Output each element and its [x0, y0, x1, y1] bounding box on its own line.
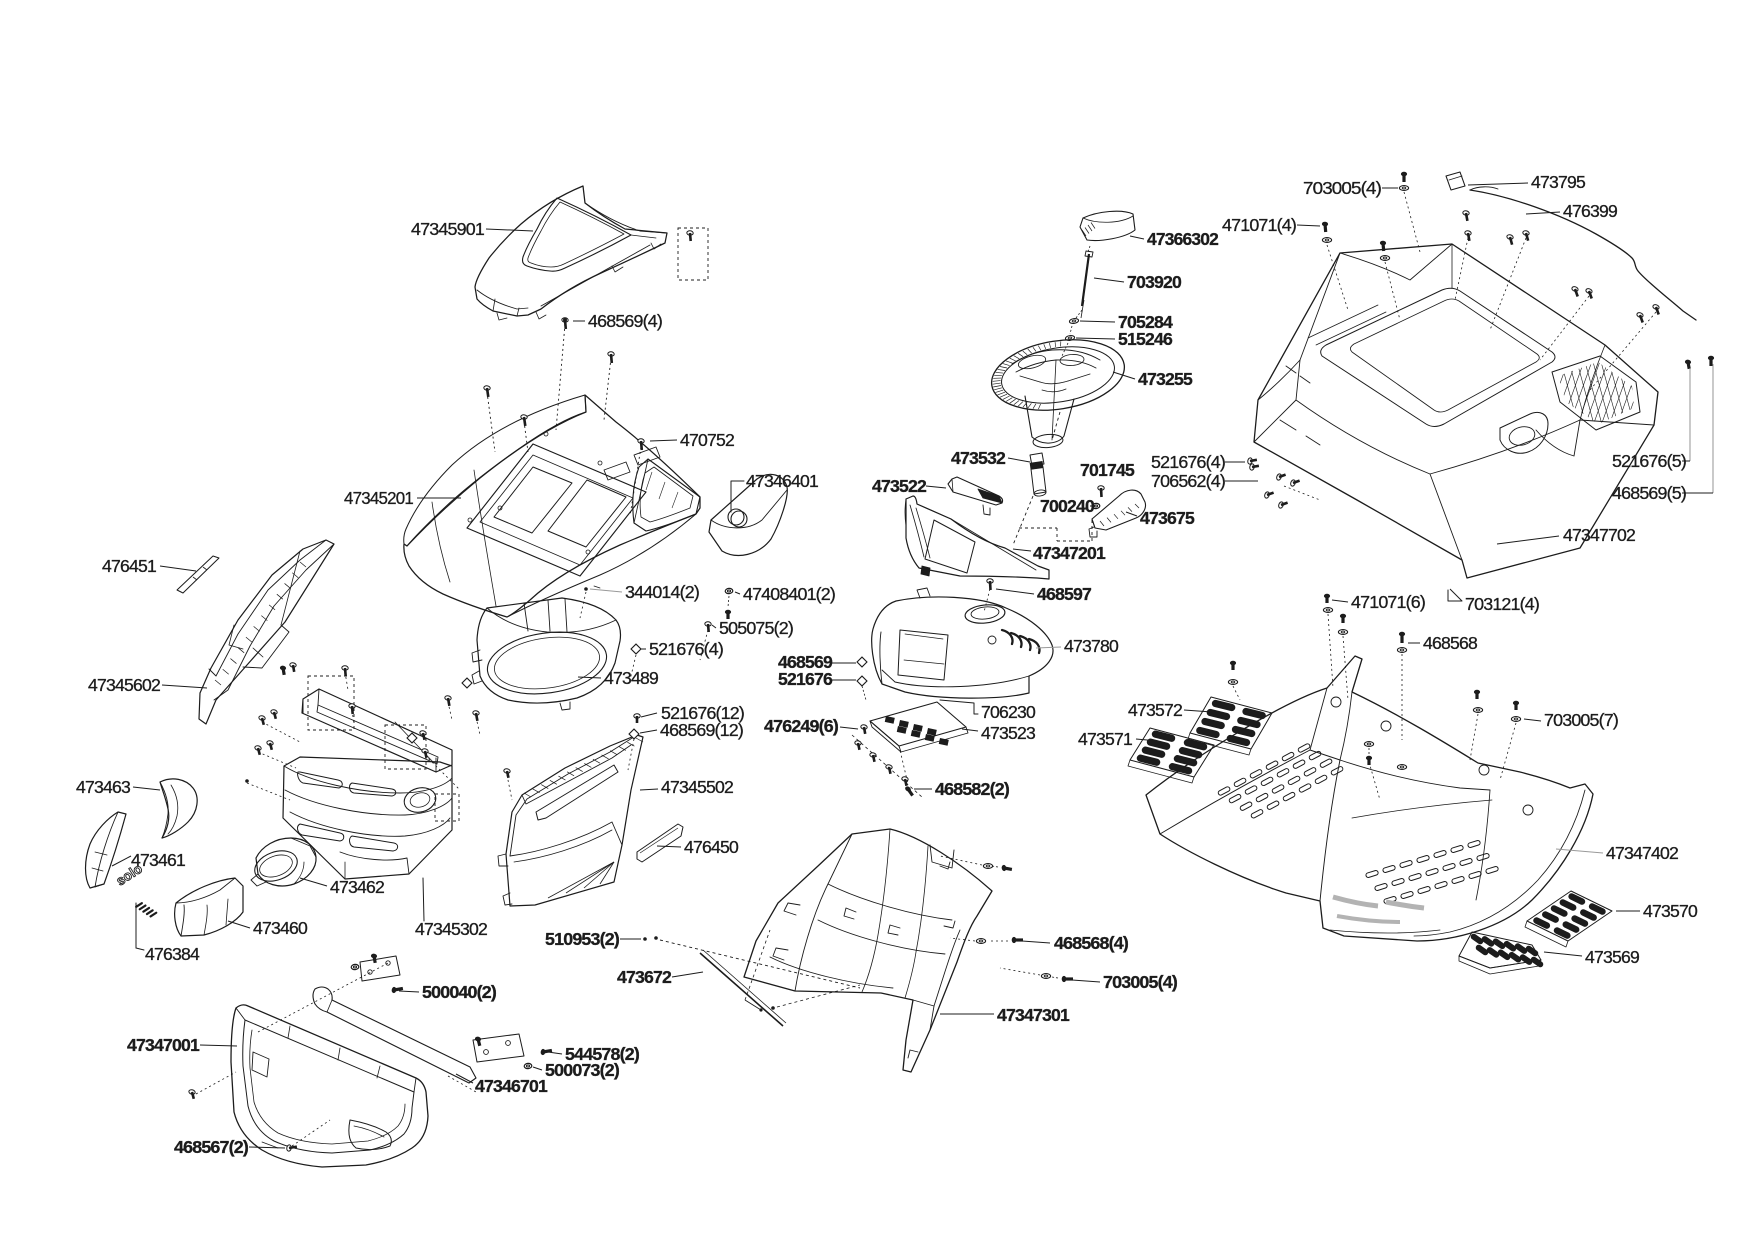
svg-text:476384: 476384 [145, 944, 200, 964]
svg-text:476249(6): 476249(6) [764, 716, 838, 736]
svg-text:473571: 473571 [1078, 729, 1132, 749]
svg-text:471071(4): 471071(4) [1222, 215, 1296, 235]
svg-text:473572: 473572 [1128, 700, 1182, 720]
svg-text:468567(2): 468567(2) [174, 1137, 248, 1157]
svg-text:473463: 473463 [76, 777, 130, 797]
svg-text:468569(5): 468569(5) [1612, 483, 1686, 503]
svg-text:473255: 473255 [1138, 369, 1193, 389]
svg-text:706230: 706230 [981, 702, 1036, 722]
svg-text:521676(4): 521676(4) [1151, 452, 1225, 472]
svg-text:47408401(2): 47408401(2) [743, 584, 835, 604]
svg-text:700240: 700240 [1040, 496, 1095, 516]
svg-text:473795: 473795 [1531, 172, 1585, 192]
svg-text:706562(4): 706562(4) [1151, 471, 1225, 491]
svg-text:476451: 476451 [102, 556, 156, 576]
svg-text:500073(2): 500073(2) [545, 1060, 619, 1080]
svg-text:47345502: 47345502 [661, 777, 733, 797]
svg-text:468569: 468569 [778, 652, 833, 672]
svg-text:468569(4): 468569(4) [588, 311, 662, 331]
svg-text:515246: 515246 [1118, 329, 1173, 349]
svg-text:521676(12): 521676(12) [661, 703, 744, 723]
svg-text:47345302: 47345302 [415, 919, 487, 939]
svg-text:468569(12): 468569(12) [660, 720, 743, 740]
svg-text:468597: 468597 [1037, 584, 1091, 604]
svg-text:703005(7): 703005(7) [1544, 710, 1618, 730]
svg-text:47347702: 47347702 [1563, 525, 1635, 545]
svg-text:344014(2): 344014(2) [625, 582, 699, 602]
svg-text:703005(4): 703005(4) [1103, 972, 1177, 992]
svg-text:47345201: 47345201 [344, 488, 413, 508]
svg-text:47347201: 47347201 [1033, 543, 1106, 563]
svg-text:705284: 705284 [1118, 312, 1173, 332]
svg-text:473532: 473532 [951, 448, 1006, 468]
svg-text:500040(2): 500040(2) [422, 982, 496, 1002]
svg-text:473461: 473461 [131, 850, 185, 870]
svg-text:47345602: 47345602 [88, 675, 160, 695]
svg-text:476399: 476399 [1563, 201, 1617, 221]
svg-text:703920: 703920 [1127, 272, 1182, 292]
svg-text:473460: 473460 [253, 918, 308, 938]
svg-text:510953(2): 510953(2) [545, 929, 619, 949]
svg-text:473675: 473675 [1140, 508, 1195, 528]
svg-text:505075(2): 505075(2) [719, 618, 793, 638]
svg-text:468568: 468568 [1423, 633, 1477, 653]
svg-text:473672: 473672 [617, 967, 672, 987]
svg-text:47347301: 47347301 [997, 1005, 1070, 1025]
svg-text:473462: 473462 [330, 877, 384, 897]
svg-text:473523: 473523 [981, 723, 1035, 743]
svg-text:473569: 473569 [1585, 947, 1639, 967]
svg-text:468582(2): 468582(2) [935, 779, 1009, 799]
svg-text:47366302: 47366302 [1147, 229, 1219, 249]
svg-text:47347001: 47347001 [127, 1035, 200, 1055]
svg-text:47345901: 47345901 [411, 219, 484, 239]
svg-text:473570: 473570 [1643, 901, 1698, 921]
svg-text:703005(4): 703005(4) [1303, 178, 1381, 198]
svg-text:701745: 701745 [1080, 460, 1135, 480]
svg-text:544578(2): 544578(2) [565, 1044, 639, 1064]
svg-text:521676(5): 521676(5) [1612, 451, 1686, 471]
svg-text:470752: 470752 [680, 430, 734, 450]
svg-text:473780: 473780 [1064, 636, 1119, 656]
svg-text:47347402: 47347402 [1606, 843, 1678, 863]
svg-text:476450: 476450 [684, 837, 739, 857]
svg-text:47346401: 47346401 [746, 471, 818, 491]
svg-text:471071(6): 471071(6) [1351, 592, 1425, 612]
svg-text:468568(4): 468568(4) [1054, 933, 1128, 953]
svg-text:473489: 473489 [604, 668, 658, 688]
svg-text:473522: 473522 [872, 476, 927, 496]
svg-text:521676(4): 521676(4) [649, 639, 723, 659]
svg-text:47346701: 47346701 [475, 1076, 548, 1096]
svg-text:703121(4): 703121(4) [1465, 594, 1539, 614]
svg-text:521676: 521676 [778, 669, 833, 689]
